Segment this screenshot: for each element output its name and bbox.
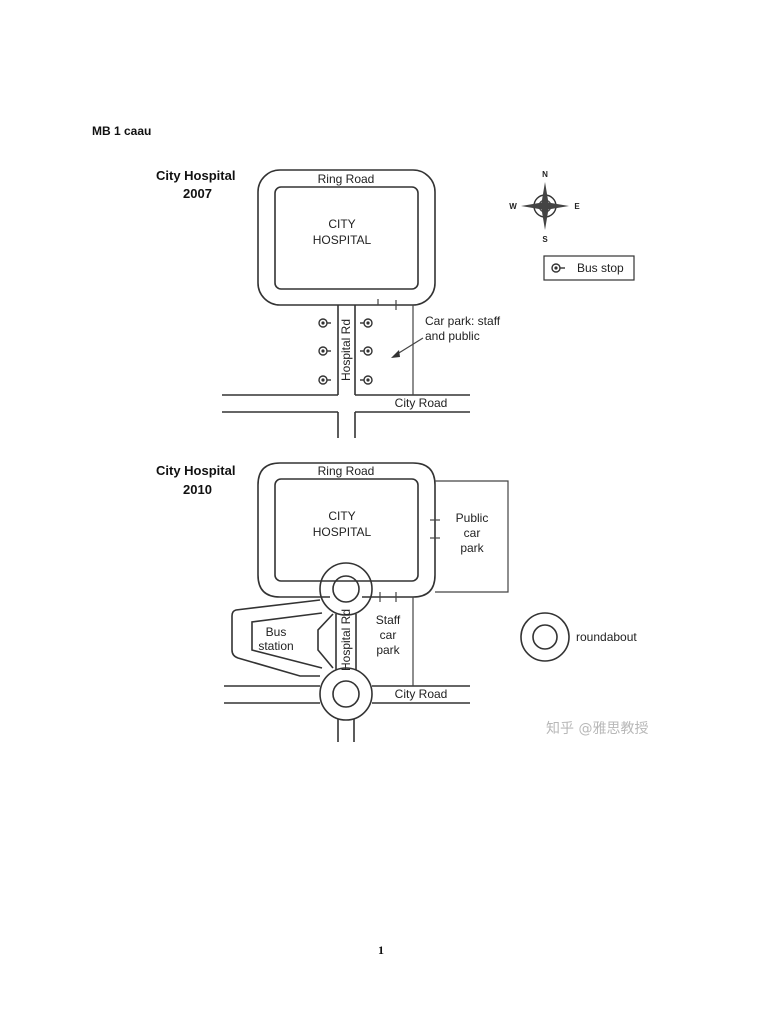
roundabout-legend-label: roundabout xyxy=(576,630,637,644)
bus-stop-icon xyxy=(360,346,373,356)
staff-car-park-label-line1: Staff xyxy=(376,613,401,627)
staff-car-park-label-line3: park xyxy=(376,643,400,657)
compass: N S E W xyxy=(509,170,580,244)
document-header: MB 1 caau xyxy=(92,124,152,138)
map-2007-title: City Hospital xyxy=(156,168,235,183)
bus-station-label-line2: station xyxy=(258,639,293,653)
hospital-rd-label-2010: Hospital Rd xyxy=(339,609,353,671)
car-park-boundary-2007 xyxy=(400,304,414,395)
roundabout-legend: roundabout xyxy=(520,612,637,662)
bus-stop-legend-label: Bus stop xyxy=(577,261,624,275)
bus-stop-icon xyxy=(551,263,565,273)
hospital-building-2010 xyxy=(274,478,419,582)
map-2007-year: 2007 xyxy=(183,186,212,201)
bus-stop-legend: Bus stop xyxy=(543,255,635,281)
roundabout-south-outer xyxy=(319,667,373,721)
bus-station-island xyxy=(317,613,334,669)
map-2007: City Hospital 2007 Ring Road CITY HOSPIT… xyxy=(156,168,501,438)
hospital-label-line2-2010: HOSPITAL xyxy=(313,525,372,539)
city-road-label-2007: City Road xyxy=(395,396,448,410)
bus-stop-icon xyxy=(360,318,373,328)
bus-stop-legend-box xyxy=(543,255,635,281)
ring-road-outer-2007 xyxy=(257,169,436,306)
ring-road-label-2007: Ring Road xyxy=(318,172,375,186)
ring-road-label-2010: Ring Road xyxy=(318,464,375,478)
public-car-park-label-line2: car xyxy=(464,526,481,540)
bus-stop-icon xyxy=(360,375,373,385)
public-car-park-label-line3: park xyxy=(460,541,484,555)
roundabout-south-inner xyxy=(332,680,360,708)
hospital-rd-label-2007: Hospital Rd xyxy=(339,319,353,381)
map-2010-year: 2010 xyxy=(183,482,212,497)
hospital-label-line2-2007: HOSPITAL xyxy=(313,233,372,247)
public-car-park-boundary xyxy=(435,480,509,593)
staff-car-park-boundary xyxy=(397,596,414,686)
city-road-label-2010: City Road xyxy=(395,687,448,701)
bus-station-loop xyxy=(231,599,321,677)
car-park-arrow-head-2007 xyxy=(391,350,400,358)
ring-road-outer-west-2010 xyxy=(257,462,330,598)
bus-station-label-line1: Bus xyxy=(266,625,287,639)
bus-station-inner-edge xyxy=(251,612,323,669)
hospital-label-line1-2010: CITY xyxy=(328,509,355,523)
compass-n: N xyxy=(542,170,548,179)
public-car-park-label-line1: Public xyxy=(456,511,489,525)
compass-icon xyxy=(521,182,569,230)
compass-w: W xyxy=(509,202,517,211)
car-park-label-line1-2007: Car park: staff xyxy=(425,314,501,328)
page-number: 1 xyxy=(378,943,384,957)
bus-stop-icon xyxy=(318,346,331,356)
roundabout-icon xyxy=(520,612,570,662)
map-2010-title: City Hospital xyxy=(156,463,235,478)
car-park-label-line2-2007: and public xyxy=(425,329,480,343)
bus-stop-icon xyxy=(318,375,331,385)
compass-s: S xyxy=(542,235,548,244)
staff-car-park-label-line2: car xyxy=(380,628,397,642)
roundabout-north-outer xyxy=(319,562,373,616)
hospital-building-2007 xyxy=(274,186,419,290)
roundabout-north-inner xyxy=(332,575,360,603)
watermark: 知乎 @雅思教授 xyxy=(546,720,648,737)
bus-stop-icon xyxy=(318,318,331,328)
map-2010: City Hospital 2010 Ring Road CITY HOSPIT… xyxy=(156,462,509,742)
compass-e: E xyxy=(574,202,580,211)
hospital-label-line1-2007: CITY xyxy=(328,217,355,231)
ring-road-outer-2010 xyxy=(280,462,436,598)
